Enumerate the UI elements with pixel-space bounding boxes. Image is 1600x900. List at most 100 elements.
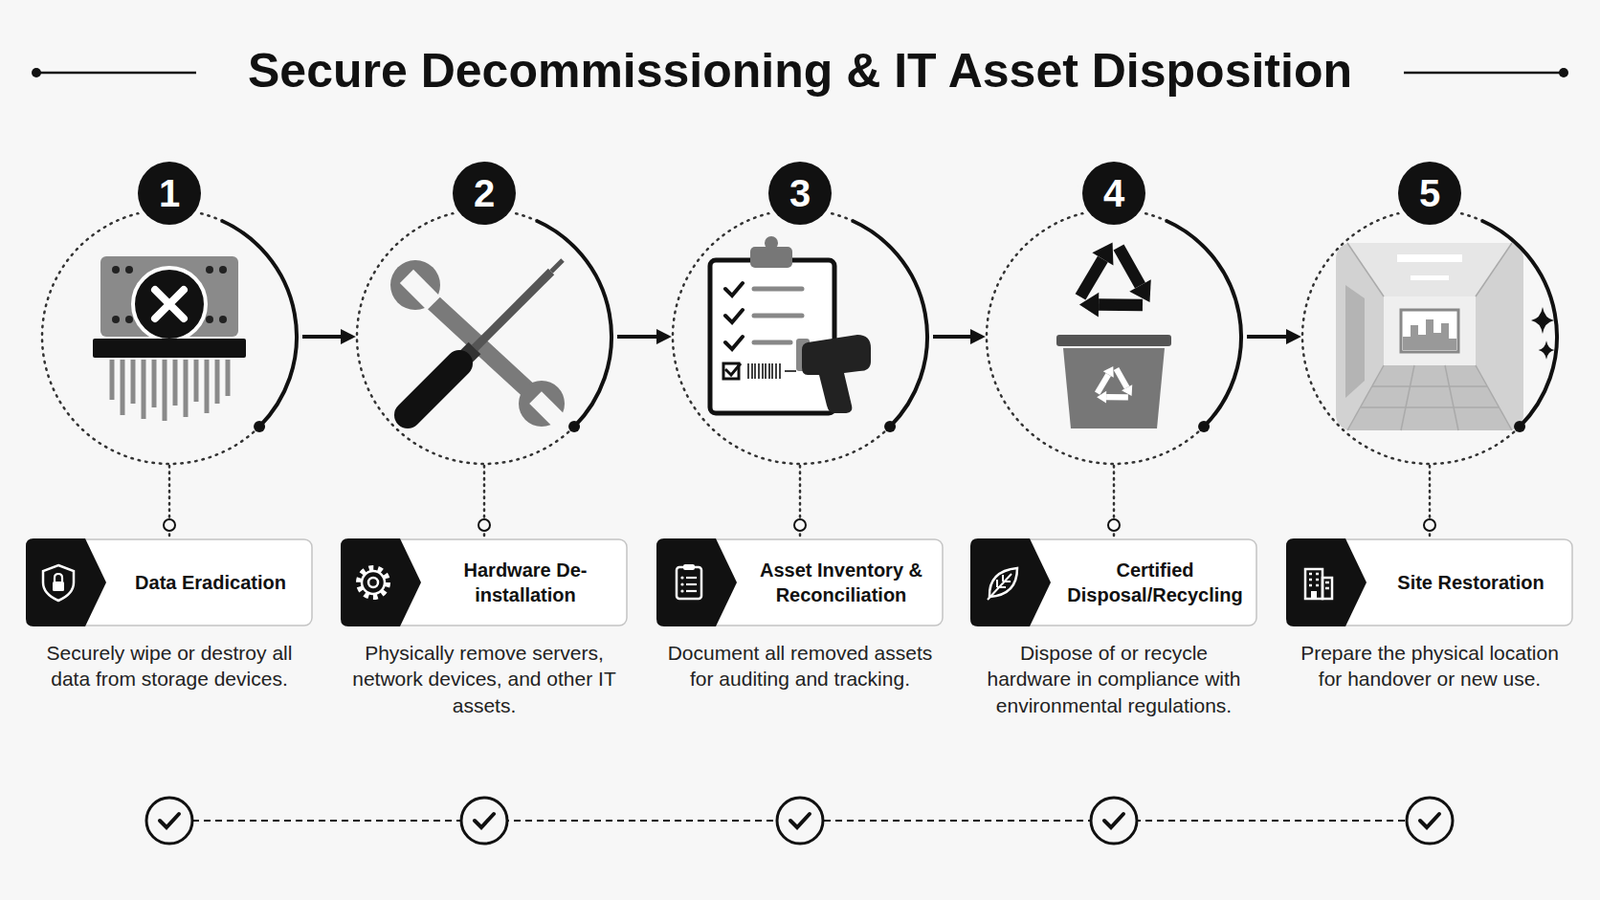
diagram-title: Secure Decommissioning & IT Asset Dispos… <box>0 41 1600 101</box>
clipboard-illustration-part <box>725 363 741 376</box>
arc-end-dot <box>1513 421 1526 433</box>
shredder-illustration-part-part <box>120 359 126 416</box>
label-icon-tab <box>656 538 737 627</box>
completion-checks-part-part <box>159 814 179 828</box>
clipboard-illustration-part-part <box>764 363 767 379</box>
completion-checks-part-part <box>1090 798 1137 845</box>
leader-line <box>794 466 806 539</box>
step-description: Document all removed assets for auditing… <box>666 640 934 693</box>
progress-arc <box>1481 220 1557 427</box>
recycle-bin-illustration-part-part <box>1088 365 1121 394</box>
step-number: 3 <box>768 161 832 225</box>
title-rule-part <box>31 67 42 78</box>
step-label-box: Site RestorationPrepare the physical loc… <box>1286 538 1574 627</box>
step-heading: Asset Inventory & Reconciliation <box>738 548 944 618</box>
shredder-illustration-part-part <box>131 359 136 404</box>
shredder-illustration-part <box>92 338 246 358</box>
step-number: 2 <box>452 161 516 225</box>
dotted-ring <box>672 209 928 465</box>
restored-room-illustration-part <box>1345 285 1365 399</box>
shredder-illustration-part <box>205 266 214 274</box>
label-icon-tab <box>25 538 107 627</box>
clipboard-illustration-part-part <box>725 283 743 296</box>
clipboard-illustration-part <box>750 246 793 268</box>
step-heading: Certified Disposal/Recycling <box>1052 548 1258 618</box>
tools-illustration-part <box>474 271 552 349</box>
clipboard-illustration-part-part <box>784 370 797 373</box>
restored-room-illustration-part <box>1347 243 1512 297</box>
sparkles-part <box>1538 340 1556 360</box>
dotted-ring <box>356 209 612 465</box>
step-circle: 5 <box>1302 209 1557 465</box>
title-rule-part <box>36 71 197 75</box>
shredder-illustration-part <box>111 315 120 324</box>
tools-illustration-part <box>551 260 563 272</box>
step-number: 1 <box>137 161 201 225</box>
shredder-illustration-part-part <box>204 359 210 414</box>
clipboard-illustration-part-part <box>754 287 802 292</box>
recycle-bin-illustration-part-part <box>1118 247 1152 304</box>
recycle-bin-illustration <box>1056 241 1172 429</box>
restored-room-illustration-part <box>1397 254 1463 263</box>
shredder-illustration-part-part <box>110 359 115 400</box>
shredder-illustration-part <box>111 266 120 274</box>
shredder-illustration-part-part <box>152 359 157 408</box>
title-rule-part <box>1558 67 1569 78</box>
clipboard-illustration-part <box>764 236 778 250</box>
restored-room-illustration-part <box>1335 243 1524 431</box>
completion-checks-part-part <box>1104 814 1124 828</box>
step-heading: Data Eradication <box>108 560 313 605</box>
step-heading: Hardware De-installation <box>422 548 628 618</box>
connector-path <box>1246 334 1297 339</box>
sparkles <box>1531 307 1555 360</box>
shredder-illustration-part <box>133 267 206 341</box>
clipboard-illustration <box>710 236 871 414</box>
label-icon-tab <box>970 538 1051 627</box>
completion-checks <box>146 798 1453 845</box>
clipboard-illustration-part-part <box>754 340 791 346</box>
restored-room-illustration-part <box>1347 243 1512 431</box>
clipboard-illustration-part-part <box>778 363 781 379</box>
progress-arc <box>535 220 612 427</box>
shredder-illustration-part <box>125 266 134 274</box>
clipboard-illustration-part <box>748 363 797 379</box>
recycle-bin-illustration-part-part <box>1064 241 1129 297</box>
completion-checks-part <box>1406 798 1453 845</box>
shredder-illustration-part-part <box>194 359 200 402</box>
flow-arrow <box>302 336 352 338</box>
label-box-frame <box>657 539 943 626</box>
clipboard-illustration-part <box>710 260 835 414</box>
label-box-frame <box>341 539 627 626</box>
arc-end-dot <box>1198 421 1210 433</box>
completion-checks-part-part <box>1406 798 1453 845</box>
step-number: 4 <box>1082 161 1146 225</box>
completion-checks-part-part <box>146 798 193 845</box>
completion-checks-part <box>146 798 193 845</box>
completion-checks-part-part <box>1420 814 1440 828</box>
label-icon <box>987 568 1018 600</box>
label-box-frame <box>1287 539 1573 626</box>
clipboard-illustration-part-part <box>771 363 774 379</box>
shredder-illustration-part-part <box>215 359 221 404</box>
step-description: Dispose of or recycle hardware in compli… <box>979 640 1248 719</box>
restored-room-illustration-part-part <box>1400 365 1415 431</box>
step-label-box: Asset Inventory & ReconciliationDocument… <box>656 538 944 627</box>
arc-end-dot <box>568 421 580 433</box>
tools-illustration <box>390 260 568 430</box>
step-circle-outline <box>1302 209 1557 465</box>
shredder-illustration-part-part <box>225 359 231 397</box>
title-rule-part <box>1403 71 1564 75</box>
restored-room-illustration-part <box>1410 275 1449 281</box>
step-circle: 2 <box>356 209 612 465</box>
completion-checks-part-part <box>790 814 810 828</box>
restored-room-illustration-part-part <box>1444 365 1459 431</box>
shredder-illustration-part-part <box>173 359 178 406</box>
label-icon <box>676 564 702 600</box>
shredder-illustration-part-part <box>162 359 168 422</box>
dotted-ring <box>986 209 1242 465</box>
leader-dot <box>1423 519 1436 532</box>
dotted-ring <box>1302 209 1557 465</box>
